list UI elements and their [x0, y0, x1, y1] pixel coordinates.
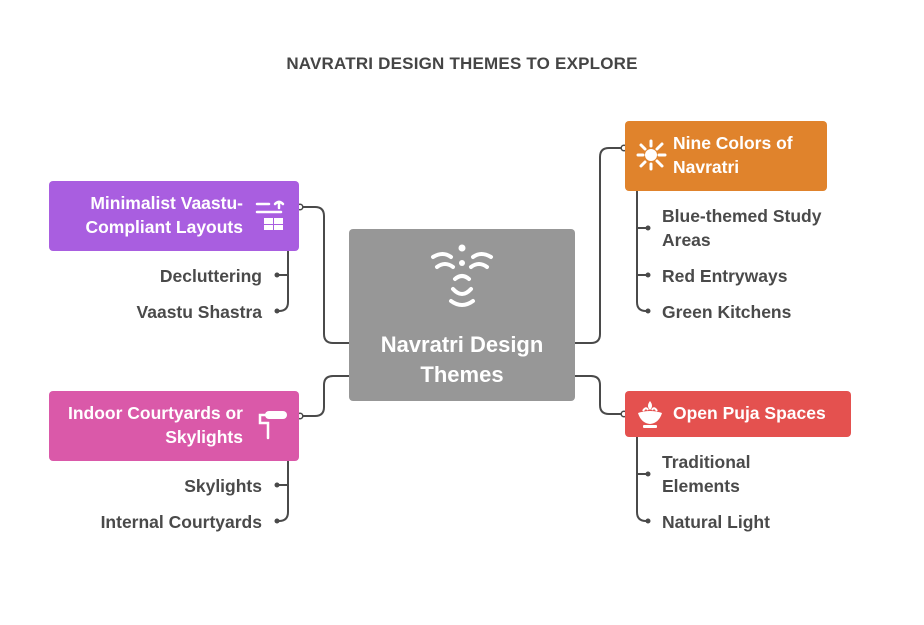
leaf-internal-courtyards: Internal Courtyards [100, 512, 262, 532]
branch-open-puja: Open Puja Spaces [625, 391, 851, 437]
paint-roller-icon [258, 411, 287, 440]
branch-nine-colors: Nine Colors of Navratri [625, 121, 827, 191]
branch-minimalist-vaastu: Minimalist Vaastu- Compliant Layouts [49, 181, 299, 251]
leaf-blue-study-areas: Blue-themed Study Areas [662, 206, 822, 250]
branch-puja-label: Open Puja Spaces [673, 403, 826, 423]
color-splash-icon [636, 139, 667, 171]
leaf-natural-light: Natural Light [662, 512, 770, 532]
goddess-face-icon [431, 244, 493, 307]
lotus-diya-icon [638, 401, 662, 428]
diagram-title: NAVRATRI DESIGN THEMES TO EXPLORE [286, 54, 638, 73]
central-topic-node: Navratri Design Themes [349, 229, 575, 401]
branch-indoor-courtyards: Indoor Courtyards or Skylights [49, 391, 299, 461]
branch-colors-label: Nine Colors of Navratri [673, 133, 793, 177]
leaf-red-entryways: Red Entryways [662, 266, 788, 286]
branch-minimalist-label: Minimalist Vaastu- Compliant Layouts [85, 193, 243, 237]
leaf-traditional-elements: Traditional Elements [662, 452, 751, 496]
leaf-vaastu-shastra: Vaastu Shastra [136, 302, 262, 322]
central-topic-label: Navratri Design Themes [380, 332, 544, 387]
leaf-decluttering: Decluttering [159, 266, 262, 286]
leaf-skylights: Skylights [184, 476, 262, 496]
leaf-green-kitchens: Green Kitchens [662, 302, 792, 322]
broom-shelf-icon [255, 200, 285, 230]
branch-courtyards-label: Indoor Courtyards or Skylights [67, 403, 243, 447]
